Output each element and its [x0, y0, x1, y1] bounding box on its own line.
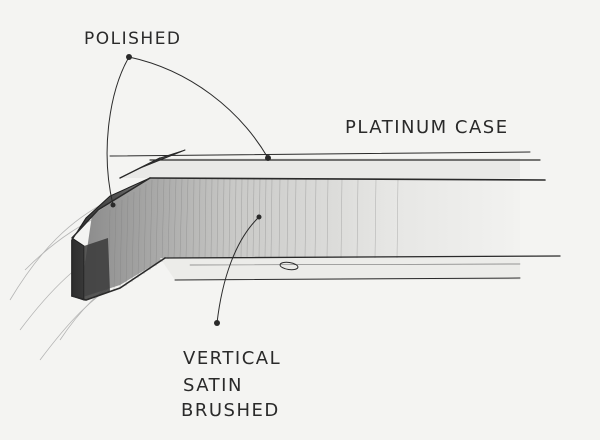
finish-label-line-2: SATIN [183, 375, 243, 396]
polished-target-dot-top [265, 155, 271, 161]
case-body [71, 149, 561, 301]
finish-dot [214, 320, 220, 326]
brush-hatching [107, 178, 399, 293]
crown-tube-detail [279, 261, 299, 271]
finish-label-line-1: VERTICAL [183, 348, 281, 369]
polished-leader-to-top [128, 56, 269, 159]
platinum-case-label: PLATINUM CASE [345, 117, 509, 138]
leader-lines [106, 56, 269, 324]
case-outline [71, 149, 561, 301]
polished-leader-to-edge [106, 56, 130, 206]
polished-label: POLISHED [84, 29, 182, 49]
finish-target-dot [256, 214, 262, 220]
finish-label-line-3: BRUSHED [181, 400, 280, 421]
polished-target-dot-edge [110, 202, 116, 208]
finish-leader [216, 216, 260, 324]
polished-dot [126, 54, 132, 60]
